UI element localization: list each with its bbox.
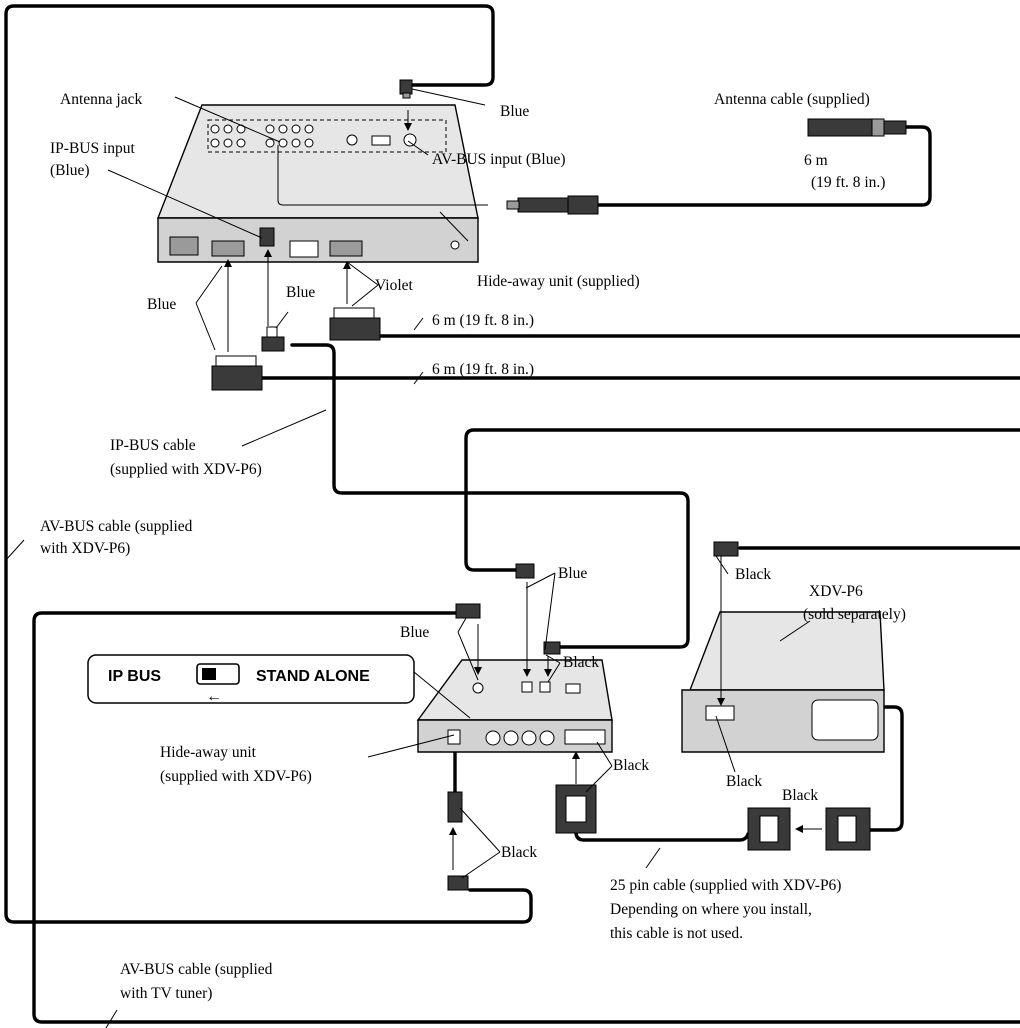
av-bus-plug-top: [399, 79, 413, 99]
label-pin25-1: 25 pin cable (supplied with XDV-P6): [610, 877, 841, 894]
label-hideaway-supplied: Hide-away unit (supplied): [477, 273, 640, 290]
label-blue-mid: Blue: [286, 284, 315, 301]
pin25-cable: [574, 830, 750, 842]
switch-label-standalone: STAND ALONE: [256, 668, 370, 685]
ip-bus-plug: [261, 326, 285, 352]
antenna-plug: [506, 195, 599, 215]
label-antenna-length-2: (19 ft. 8 in.): [811, 174, 885, 191]
label-black-25pin: Black: [613, 757, 649, 774]
label-ipbus-cable-1: IP-BUS cable: [110, 437, 196, 454]
label-avbus-cable-1: AV-BUS cable (supplied: [40, 518, 193, 535]
label-length-lower: 6 m (19 ft. 8 in.): [432, 361, 534, 378]
label-avbus-tv-2: with TV tuner): [120, 985, 212, 1002]
label-pin25-2: Depending on where you install,: [610, 901, 812, 918]
switch-label-ipbus: IP BUS: [108, 668, 161, 685]
label-black-mid: Black: [563, 654, 599, 671]
switch-callout: [87, 654, 471, 719]
label-antenna-jack: Antenna jack: [60, 91, 142, 108]
av-bus-cable-tv: [32, 611, 1020, 1024]
av-bus-connector: [447, 791, 469, 891]
pin25-cable-2: [848, 705, 904, 832]
label-length-upper: 6 m (19 ft. 8 in.): [432, 312, 534, 329]
label-black-avbus: Black: [501, 844, 537, 861]
label-ip-bus-input-1: IP-BUS input: [50, 140, 136, 157]
label-blue-left: Blue: [147, 296, 176, 313]
label-antenna-cable: Antenna cable (supplied): [714, 91, 870, 108]
adapter-plugs: [747, 807, 871, 851]
av-bus-cable-xdv: [4, 4, 533, 924]
label-black-xdv: Black: [726, 773, 762, 790]
label-violet: Violet: [375, 277, 414, 294]
label-ip-bus-input-2: (Blue): [50, 162, 90, 179]
label-blue-top: Blue: [500, 103, 529, 120]
violet-connector: [329, 307, 381, 341]
label-black-adapter: Black: [782, 787, 818, 804]
hideaway-unit-supplied: [156, 104, 479, 263]
label-blue-hideaway2: Blue: [400, 624, 429, 641]
blue-cable-hideaway2: [464, 428, 1020, 572]
xdv-black-plug: [713, 541, 739, 557]
blue-plug-2: [515, 563, 535, 579]
label-blue-lower: Blue: [558, 565, 587, 582]
label-ipbus-cable-2: (supplied with XDV-P6): [110, 461, 262, 478]
label-avbus-cable-2: with XDV-P6): [40, 540, 130, 557]
blue-connector-left: [211, 355, 263, 391]
label-xdv-2: (sold separately): [803, 606, 906, 623]
switch-arrow: ←: [206, 688, 222, 705]
hideaway-unit-xdv: [416, 659, 613, 753]
label-black-top-right: Black: [735, 566, 771, 583]
label-xdv-1: XDV-P6: [809, 583, 863, 600]
pin25-connector: [555, 784, 597, 834]
xdv-p6-unit: [681, 611, 885, 753]
label-avbus-tv-1: AV-BUS cable (supplied: [120, 961, 273, 978]
black-plug: [543, 641, 561, 655]
ip-bus-cable: [290, 343, 690, 649]
label-av-bus-input: AV-BUS input (Blue): [432, 151, 566, 168]
label-hideaway2-2: (supplied with XDV-P6): [160, 768, 312, 785]
antenna-cable-plug: [807, 118, 907, 137]
label-antenna-length-1: 6 m: [804, 152, 828, 169]
blue-plug-hideaway2: [455, 603, 481, 619]
antenna-cable: [596, 125, 932, 207]
label-pin25-3: this cable is not used.: [610, 925, 743, 942]
label-hideaway2-1: Hide-away unit: [160, 744, 257, 761]
